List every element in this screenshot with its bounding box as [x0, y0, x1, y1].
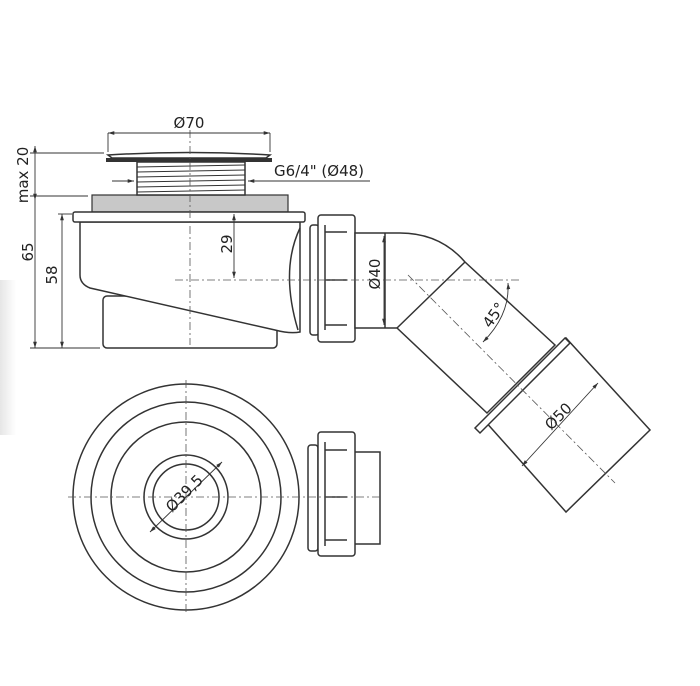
thread	[136, 161, 246, 196]
dim-thread: G6/4" (Ø48)	[274, 162, 364, 180]
dim-body-height: 58	[43, 265, 61, 284]
top-view: Ø39,5	[68, 380, 381, 615]
dim-cap-diameter: Ø70	[174, 114, 205, 132]
dim-total-height: 65	[19, 242, 37, 261]
cap	[105, 151, 273, 159]
gasket	[106, 158, 272, 162]
rim	[72, 211, 306, 223]
side-view: Ø70 G6/4" (Ø48) max 20 65 58 29 Ø40 45° …	[14, 114, 652, 514]
dim-max-height: max 20	[14, 147, 32, 204]
nut	[317, 214, 356, 343]
body-curve	[288, 227, 301, 331]
dim-outlet-diameter: Ø40	[366, 259, 384, 290]
dim-outlet-depth: 29	[218, 234, 236, 253]
top-nut	[317, 431, 356, 557]
elbow-pipe	[354, 232, 557, 415]
edge-shade	[0, 280, 16, 435]
